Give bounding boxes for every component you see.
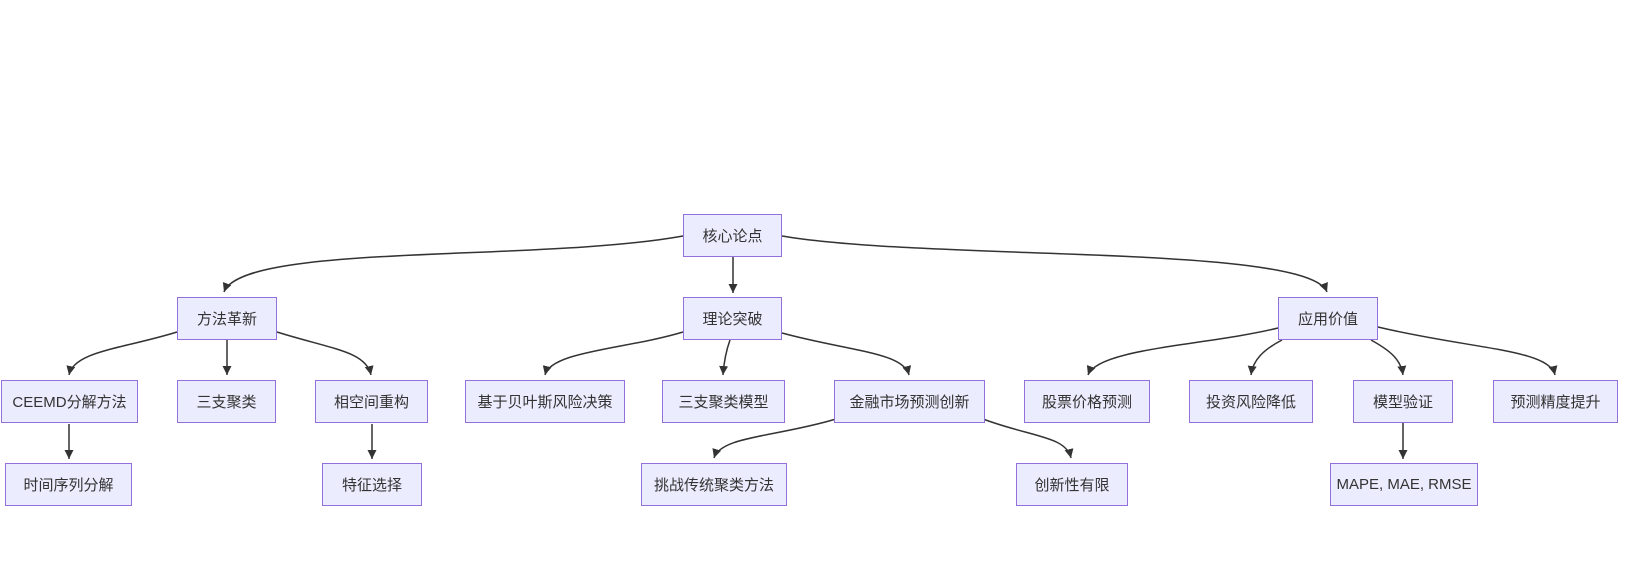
edge-application-to-stock (1086, 327, 1279, 376)
node-theory-breakthrough: 理论突破 (683, 297, 782, 340)
edge-theory-to-bayes (542, 331, 684, 376)
edge-core-to-application (781, 235, 1328, 293)
edge-application-to-accuracy (1377, 326, 1558, 376)
node-model-validation: 模型验证 (1353, 380, 1453, 423)
node-core-thesis: 核心论点 (683, 214, 782, 257)
node-method-innovation: 方法革新 (177, 297, 277, 340)
node-time-series-decomposition: 时间序列分解 (5, 463, 132, 506)
edge-finance-to-challenge (712, 418, 837, 459)
edge-method-to-ceemd (66, 331, 178, 376)
node-financial-market-forecast-innovation: 金融市场预测创新 (834, 380, 985, 423)
node-stock-price-prediction: 股票价格预测 (1024, 380, 1150, 423)
node-investment-risk-reduction: 投资风险降低 (1189, 380, 1313, 423)
edge-method-to-phase-space (276, 331, 374, 376)
node-phase-space-reconstruction: 相空间重构 (315, 380, 428, 423)
edge-application-to-risk (1247, 339, 1283, 376)
edge-theory-to-three-way-model (719, 339, 731, 376)
node-bayesian-risk-decision: 基于贝叶斯风险决策 (465, 380, 625, 423)
edge-application-to-validation (1370, 339, 1407, 376)
node-application-value: 应用价值 (1278, 297, 1378, 340)
node-limited-innovation: 创新性有限 (1016, 463, 1128, 506)
node-three-way-clustering-model: 三支聚类模型 (662, 380, 785, 423)
edge-core-to-method (222, 235, 684, 293)
node-three-way-clustering: 三支聚类 (177, 380, 276, 423)
node-ceemd-decomposition: CEEMD分解方法 (1, 380, 138, 423)
node-challenge-traditional-clustering: 挑战传统聚类方法 (641, 463, 787, 506)
edge-finance-to-limited (982, 418, 1074, 459)
edge-theory-to-finance (781, 332, 912, 376)
node-forecast-accuracy-improvement: 预测精度提升 (1493, 380, 1618, 423)
node-evaluation-metrics: MAPE, MAE, RMSE (1330, 463, 1478, 506)
node-feature-selection: 特征选择 (322, 463, 422, 506)
